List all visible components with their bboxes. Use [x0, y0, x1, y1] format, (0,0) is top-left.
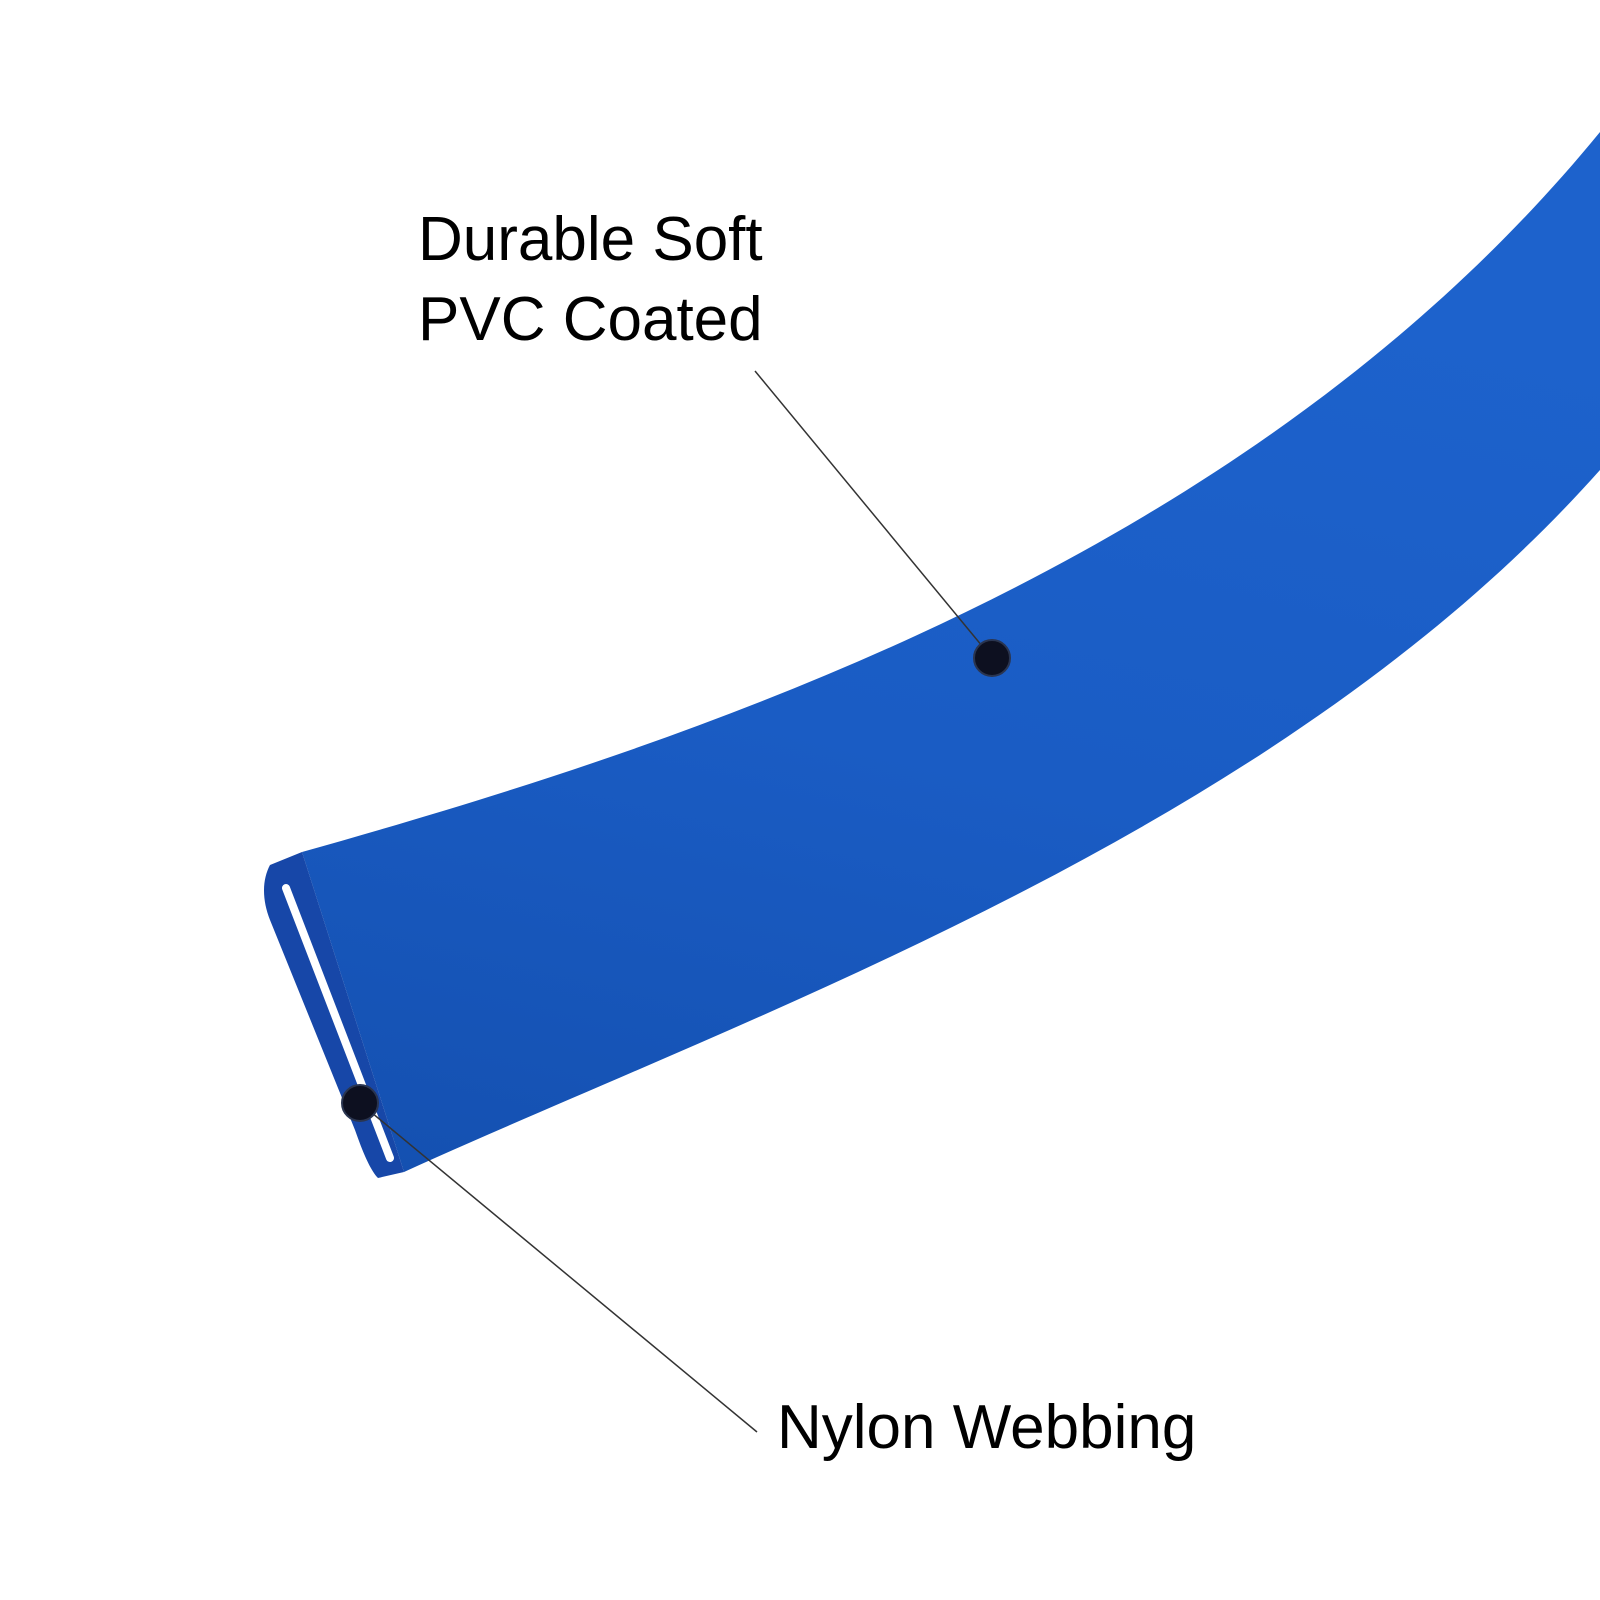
pvc-leader-line: [754, 370, 993, 659]
hose-body: [302, 132, 1600, 1172]
nylon-marker-dot: [341, 1084, 379, 1122]
pvc-coated-callout: Durable Soft PVC Coated: [418, 200, 763, 360]
nylon-leader-line: [359, 1102, 758, 1433]
pvc-marker-dot: [973, 639, 1011, 677]
nylon-webbing-callout: Nylon Webbing: [777, 1393, 1197, 1462]
pvc-callout-line1: Durable Soft: [418, 205, 763, 274]
pvc-callout-line2: PVC Coated: [418, 285, 763, 354]
